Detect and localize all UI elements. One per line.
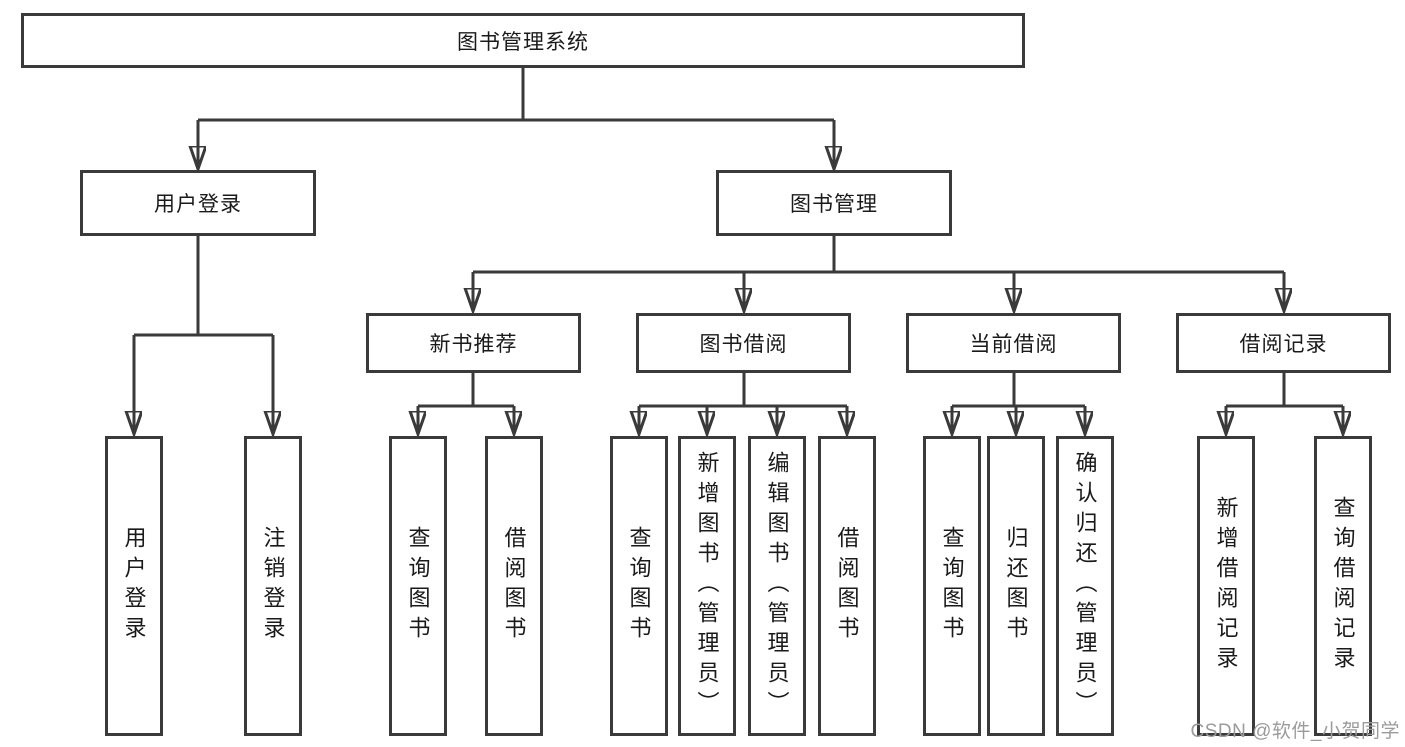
- node-label: 新增图书（管理员）: [694, 451, 720, 721]
- node-borrowing-records: 借阅记录: [1176, 313, 1391, 373]
- leaf-user-login: 用户登录: [105, 436, 163, 736]
- node-label: 确认归还（管理员）: [1072, 451, 1098, 721]
- leaf-borrow-books: 借阅图书: [818, 436, 876, 736]
- leaf-query-books-current: 查询图书: [923, 436, 981, 736]
- leaf-add-books-admin: 新增图书（管理员）: [678, 436, 736, 736]
- watermark: CSDN @软件_小贺同学: [1190, 721, 1400, 742]
- node-label: 查询图书: [939, 526, 965, 646]
- node-label: 注销登录: [260, 526, 286, 646]
- leaf-edit-books-admin: 编辑图书（管理员）: [748, 436, 806, 736]
- node-label: 用户登录: [121, 526, 147, 646]
- node-label: 用户登录: [154, 193, 242, 216]
- node-book-management: 图书管理: [716, 170, 952, 236]
- node-label: 图书管理系统: [457, 30, 589, 54]
- node-system-root: 图书管理系统: [21, 13, 1025, 68]
- node-label: 当前借阅: [969, 333, 1058, 356]
- leaf-query-books-borrowing: 查询图书: [610, 436, 668, 736]
- node-current-borrowing: 当前借阅: [906, 313, 1121, 373]
- leaf-return-books: 归还图书: [987, 436, 1045, 736]
- node-label: 借阅图书: [834, 526, 860, 646]
- node-label: 图书借阅: [699, 333, 788, 356]
- leaf-confirm-return-admin: 确认归还（管理员）: [1056, 436, 1114, 736]
- leaf-query-borrow-record: 查询借阅记录: [1314, 436, 1372, 736]
- node-label: 新增借阅记录: [1213, 496, 1239, 676]
- node-new-book-recommend: 新书推荐: [366, 313, 581, 373]
- leaf-query-books-recommend: 查询图书: [389, 436, 447, 736]
- leaf-logout: 注销登录: [244, 436, 302, 736]
- node-label: 编辑图书（管理员）: [764, 451, 790, 721]
- node-book-borrowing: 图书借阅: [636, 313, 851, 373]
- node-user-login: 用户登录: [80, 170, 316, 236]
- node-label: 借阅记录: [1239, 333, 1328, 356]
- node-label: 图书管理: [790, 193, 878, 216]
- node-label: 新书推荐: [429, 333, 518, 356]
- node-label: 查询图书: [626, 526, 652, 646]
- node-label: 归还图书: [1003, 526, 1029, 646]
- node-label: 查询图书: [405, 526, 431, 646]
- leaf-borrow-books-recommend: 借阅图书: [485, 436, 543, 736]
- node-label: 借阅图书: [501, 526, 527, 646]
- node-label: 查询借阅记录: [1330, 496, 1356, 676]
- leaf-add-borrow-record: 新增借阅记录: [1197, 436, 1255, 736]
